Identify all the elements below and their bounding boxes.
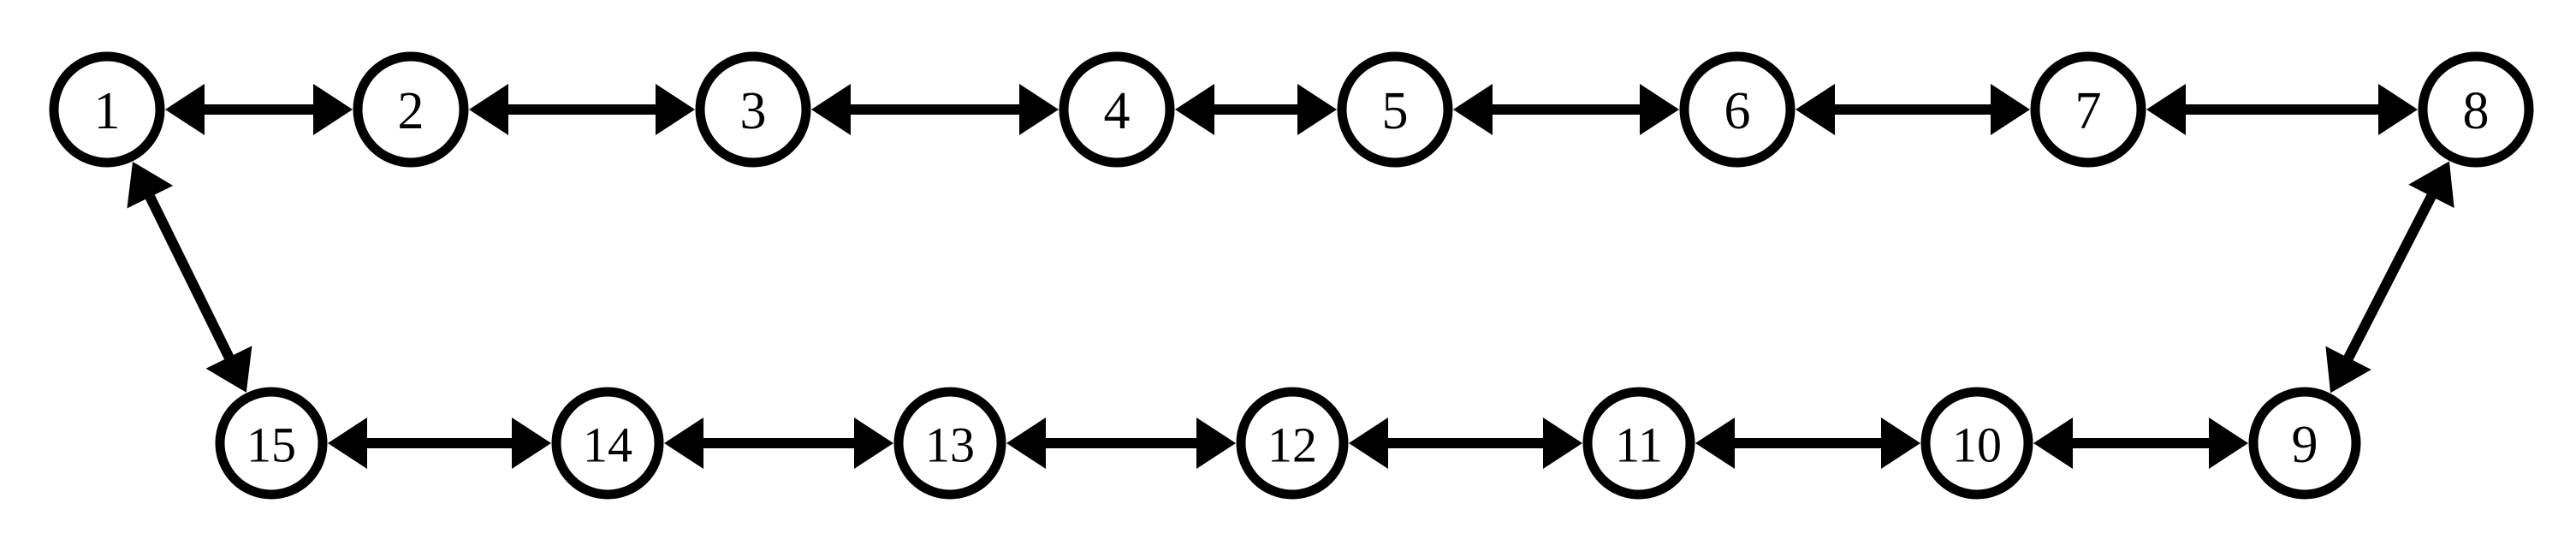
node-circle-6[interactable] — [1679, 51, 1795, 168]
node-12[interactable]: 12 — [1236, 387, 1349, 500]
node-3[interactable]: 3 — [695, 51, 811, 168]
arrowhead-toward-n2 — [469, 84, 508, 135]
edge-n14-n15 — [328, 418, 551, 469]
node-label-7: 7 — [2075, 82, 2102, 140]
edge-n4-n5 — [1175, 84, 1337, 135]
arrowhead-toward-n15 — [205, 346, 252, 393]
node-2[interactable]: 2 — [353, 51, 469, 168]
arrowhead-toward-n8 — [2378, 84, 2418, 135]
node-circle-2[interactable] — [353, 51, 469, 168]
edge-n13-n14 — [664, 418, 893, 469]
arrowhead-toward-n11 — [1695, 418, 1735, 469]
edge-n6-n7 — [1795, 84, 2030, 135]
node-circle-12[interactable] — [1236, 387, 1349, 500]
edge-n3-n4 — [811, 84, 1059, 135]
node-1[interactable]: 1 — [49, 51, 165, 168]
node-circle-1[interactable] — [49, 51, 165, 168]
node-label-15: 15 — [246, 418, 296, 473]
edge-n8-n9 — [2325, 161, 2454, 394]
arrowhead-toward-n6 — [1795, 84, 1835, 135]
node-label-9: 9 — [2292, 416, 2318, 474]
node-circle-10[interactable] — [1920, 387, 2033, 500]
edges-layer — [127, 84, 2454, 469]
node-label-8: 8 — [2463, 82, 2490, 140]
arrowhead-toward-n9 — [2325, 346, 2371, 394]
edge-n2-n3 — [469, 84, 695, 135]
node-circle-5[interactable] — [1337, 51, 1453, 168]
edge-n7-n8 — [2146, 84, 2418, 135]
node-label-4: 4 — [1104, 82, 1131, 140]
node-7[interactable]: 7 — [2030, 51, 2146, 168]
node-label-11: 11 — [1615, 418, 1663, 473]
node-11[interactable]: 11 — [1582, 387, 1695, 500]
arrowhead-toward-n12 — [1196, 418, 1236, 469]
node-6[interactable]: 6 — [1679, 51, 1795, 168]
arrowhead-toward-n5 — [1297, 84, 1337, 135]
node-5[interactable]: 5 — [1337, 51, 1453, 168]
node-circle-3[interactable] — [695, 51, 811, 168]
arrowhead-toward-n3 — [811, 84, 851, 135]
arrowhead-toward-n14 — [512, 418, 551, 469]
node-label-2: 2 — [398, 82, 424, 140]
node-9[interactable]: 9 — [2248, 387, 2361, 500]
node-label-5: 5 — [1382, 82, 1409, 140]
arrowhead-toward-n5 — [1453, 84, 1493, 135]
node-13[interactable]: 13 — [893, 387, 1006, 500]
arrowhead-toward-n4 — [1019, 84, 1059, 135]
arrowhead-toward-n1 — [165, 84, 205, 135]
edge-n12-n13 — [1006, 418, 1236, 469]
node-label-12: 12 — [1267, 418, 1317, 473]
arrowhead-toward-n7 — [1991, 84, 2030, 135]
node-14[interactable]: 14 — [551, 387, 664, 500]
node-circle-4[interactable] — [1059, 51, 1175, 168]
arrowhead-toward-n15 — [328, 418, 367, 469]
node-15[interactable]: 15 — [215, 387, 328, 500]
node-circle-13[interactable] — [893, 387, 1006, 500]
node-circle-8[interactable] — [2418, 51, 2534, 168]
node-label-1: 1 — [94, 82, 121, 140]
arrowhead-toward-n10 — [1881, 418, 1920, 469]
node-circle-14[interactable] — [551, 387, 664, 500]
arrowhead-toward-n13 — [854, 418, 893, 469]
edge-n10-n11 — [1695, 418, 1920, 469]
arrowhead-toward-n11 — [1543, 418, 1582, 469]
node-label-14: 14 — [583, 418, 632, 473]
arrowhead-toward-n13 — [1006, 418, 1046, 469]
node-circle-9[interactable] — [2248, 387, 2361, 500]
arrowhead-toward-n1 — [127, 162, 174, 209]
arrowhead-toward-n8 — [2408, 161, 2454, 209]
node-circle-11[interactable] — [1582, 387, 1695, 500]
arrowhead-toward-n2 — [313, 84, 353, 135]
arrowhead-toward-n10 — [2033, 418, 2073, 469]
edge-n11-n12 — [1349, 418, 1582, 469]
node-label-13: 13 — [925, 418, 975, 473]
arrowhead-toward-n14 — [664, 418, 703, 469]
node-circle-15[interactable] — [215, 387, 328, 500]
arrowhead-toward-n4 — [1175, 84, 1214, 135]
node-4[interactable]: 4 — [1059, 51, 1175, 168]
node-8[interactable]: 8 — [2418, 51, 2534, 168]
arrowhead-toward-n12 — [1349, 418, 1388, 469]
node-circle-7[interactable] — [2030, 51, 2146, 168]
edge-n9-n10 — [2033, 418, 2248, 469]
node-10[interactable]: 10 — [1920, 387, 2033, 500]
node-label-10: 10 — [1952, 418, 2002, 473]
edge-n15-n1 — [127, 162, 252, 393]
node-label-3: 3 — [740, 82, 767, 140]
edge-n5-n6 — [1453, 84, 1679, 135]
arrowhead-toward-n3 — [656, 84, 695, 135]
edge-n1-n2 — [165, 84, 353, 135]
arrowhead-toward-n6 — [1640, 84, 1679, 135]
arrowhead-toward-n7 — [2146, 84, 2186, 135]
node-label-6: 6 — [1724, 82, 1751, 140]
arrowhead-toward-n9 — [2209, 418, 2248, 469]
